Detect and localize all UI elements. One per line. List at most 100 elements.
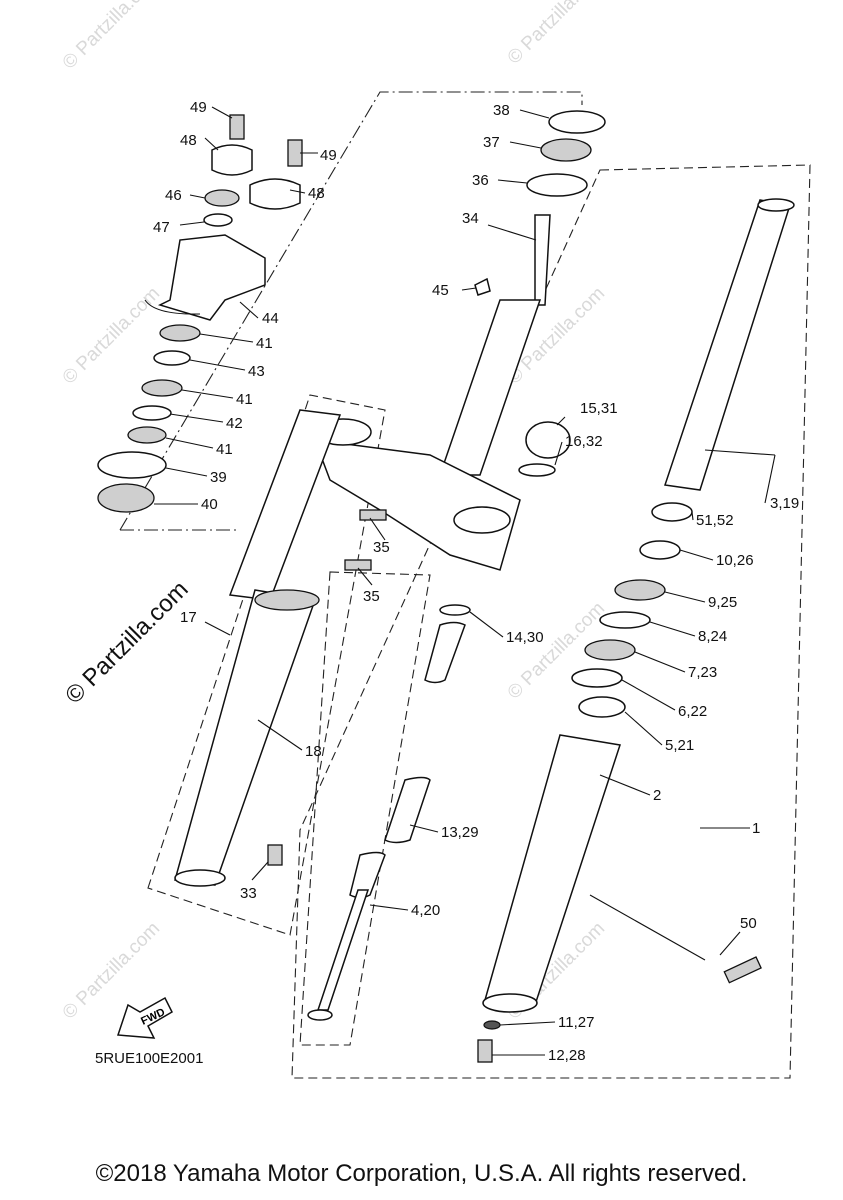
holder-48 bbox=[211, 144, 253, 176]
clip-8-24 bbox=[599, 611, 651, 629]
right-fork bbox=[477, 198, 795, 1063]
callout-label: 17 bbox=[180, 609, 197, 626]
bolt-35 bbox=[359, 509, 387, 521]
callout-label: 12,28 bbox=[548, 1047, 586, 1064]
copyright-footer: ©2018 Yamaha Motor Corporation, U.S.A. A… bbox=[95, 1160, 748, 1187]
callout-label: 14,30 bbox=[506, 629, 544, 646]
callout-label: 4,20 bbox=[411, 902, 440, 919]
callout-label: 9,25 bbox=[708, 594, 737, 611]
inner-tube-17 bbox=[228, 409, 342, 601]
holder-48b bbox=[249, 178, 301, 210]
callout-label: 51,52 bbox=[696, 512, 734, 529]
rod-base bbox=[307, 1009, 333, 1021]
diagram-code: 5RUE100E2001 bbox=[95, 1050, 203, 1067]
outer-tube-bottom bbox=[482, 993, 538, 1013]
tube-top bbox=[757, 198, 795, 212]
callout-label: 8,24 bbox=[698, 628, 727, 645]
callout-label: 16,32 bbox=[565, 433, 603, 450]
fork-bottom-18 bbox=[174, 869, 226, 887]
nut-41 bbox=[159, 324, 201, 342]
part-47 bbox=[203, 213, 233, 227]
callout-label: 48 bbox=[180, 132, 197, 149]
bolt-49 bbox=[229, 114, 245, 140]
callout-label: 13,29 bbox=[441, 824, 479, 841]
watermark: © Partzilla.com bbox=[59, 283, 164, 388]
callout-label: 1 bbox=[752, 820, 760, 837]
damper-rod-4-20 bbox=[316, 889, 370, 1011]
spring-upper bbox=[424, 621, 466, 684]
under-bracket bbox=[313, 439, 521, 571]
callout-label: 18 bbox=[305, 743, 322, 760]
callout-label: 7,23 bbox=[688, 664, 717, 681]
callout-label: 3,19 bbox=[770, 495, 799, 512]
washer-42 bbox=[132, 405, 172, 421]
callout-label: 46 bbox=[165, 187, 182, 204]
bolt-35b bbox=[344, 559, 372, 571]
callout-label: 2 bbox=[653, 787, 661, 804]
callout-label: 40 bbox=[201, 496, 218, 513]
race-38 bbox=[548, 110, 606, 134]
callout-label: 11,27 bbox=[558, 1014, 594, 1031]
callout-label: 15,31 bbox=[580, 400, 618, 417]
callout-label: 33 bbox=[240, 885, 257, 902]
callout-label: 38 bbox=[493, 102, 510, 119]
bearing-40 bbox=[97, 483, 155, 513]
callout-label: 49 bbox=[320, 147, 337, 164]
seal-7-23 bbox=[584, 639, 636, 661]
watermark-large: © Partzilla.com bbox=[60, 576, 193, 709]
watermark: © Partzilla.com bbox=[504, 0, 609, 69]
callout-label: 39 bbox=[210, 469, 227, 486]
fwd-arrow-icon bbox=[116, 996, 173, 1039]
callout-label: 41 bbox=[256, 335, 273, 352]
leader-lines bbox=[154, 106, 776, 1056]
stem-top-34 bbox=[534, 214, 551, 306]
race-36 bbox=[526, 173, 588, 197]
steering-stem-assembly bbox=[313, 110, 606, 571]
callout-label: 41 bbox=[236, 391, 253, 408]
callout-label: 35 bbox=[373, 539, 390, 556]
callout-label: 44 bbox=[262, 310, 279, 327]
spring-outline bbox=[299, 571, 431, 1046]
callout-label: 35 bbox=[363, 588, 380, 605]
handle-crown-44 bbox=[157, 234, 266, 321]
key-45 bbox=[474, 277, 491, 296]
inner-tube-3-19 bbox=[664, 199, 791, 491]
callout-label: 50 bbox=[740, 915, 757, 932]
washer-43 bbox=[153, 350, 191, 366]
oring-16-32 bbox=[518, 463, 556, 477]
gasket-11-27 bbox=[483, 1020, 501, 1030]
fwd-arrow: FWD bbox=[116, 996, 173, 1039]
watermark: © Partzilla.com bbox=[59, 0, 164, 74]
callout-label: 36 bbox=[472, 172, 489, 189]
callout-label: 48 bbox=[308, 185, 325, 202]
bearing-37 bbox=[540, 138, 592, 162]
left-fork bbox=[174, 409, 342, 887]
seal-17 bbox=[254, 589, 320, 611]
handlebar-holder-assembly bbox=[97, 114, 303, 513]
callout-label: 6,22 bbox=[678, 703, 707, 720]
right-fork-outline bbox=[291, 164, 811, 1079]
bolt-50 bbox=[723, 956, 762, 984]
bushing-10-26 bbox=[639, 540, 681, 560]
callout-label: 10,26 bbox=[716, 552, 754, 569]
spring-lower bbox=[349, 851, 386, 899]
washer-6-22 bbox=[571, 668, 623, 688]
bolt-49b bbox=[287, 139, 303, 167]
callout-labels: 49 48 49 48 46 47 44 41 43 41 42 41 39 4… bbox=[153, 99, 799, 1064]
nut-41b bbox=[141, 379, 183, 397]
cover-39 bbox=[97, 451, 167, 479]
bushing-51-52 bbox=[651, 502, 693, 522]
oil-seal-9-25 bbox=[614, 579, 666, 601]
left-fork-outline bbox=[147, 394, 386, 936]
spring-13-29 bbox=[384, 776, 431, 844]
callout-label: 34 bbox=[462, 210, 479, 227]
callout-label: 5,21 bbox=[665, 737, 694, 754]
cap-15-31 bbox=[525, 421, 571, 459]
callout-label: 42 bbox=[226, 415, 243, 432]
bolt-33 bbox=[267, 844, 283, 866]
bolt-12-28 bbox=[477, 1039, 493, 1063]
callout-label: 43 bbox=[248, 363, 265, 380]
cover-5-21 bbox=[578, 696, 626, 718]
steering-group-outline bbox=[119, 91, 583, 531]
